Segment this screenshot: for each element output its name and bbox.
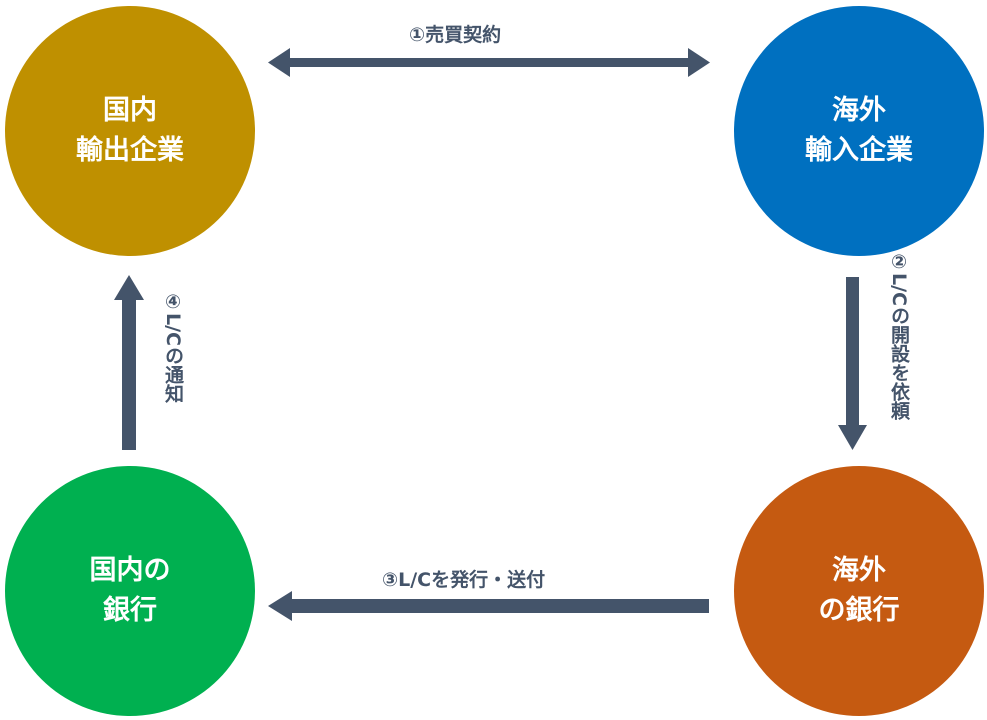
arrow-lc-issue <box>268 591 709 621</box>
domestic-exporter-line2: 輸出企業 <box>76 135 184 166</box>
overseas-importer-node: 海外 輸入企業 <box>734 6 984 256</box>
arrow-lc-notify <box>114 275 144 450</box>
overseas-bank-line2: の銀行 <box>818 595 900 626</box>
step3-label: ③L/Cを発行・送付 <box>382 569 546 591</box>
step2-label: ②L/Cの開設を依頼 <box>888 251 910 420</box>
overseas-bank-node: 海外 の銀行 <box>734 466 984 716</box>
step1-label: ①売買契約 <box>409 24 502 46</box>
arrow-sales-contract <box>268 48 710 77</box>
arrow-lc-request <box>838 277 867 450</box>
domestic-bank-node: 国内の 銀行 <box>5 466 255 716</box>
domestic-exporter-node: 国内 輸出企業 <box>5 6 255 256</box>
domestic-exporter-line1: 国内 <box>103 95 157 126</box>
overseas-importer-line1: 海外 <box>832 95 886 126</box>
domestic-bank-line1: 国内の <box>89 555 171 586</box>
overseas-bank-line1: 海外 <box>832 555 886 586</box>
overseas-importer-line2: 輸入企業 <box>805 135 913 166</box>
domestic-bank-line2: 銀行 <box>103 595 157 626</box>
step4-label: ④L/Cの通知 <box>162 291 184 403</box>
